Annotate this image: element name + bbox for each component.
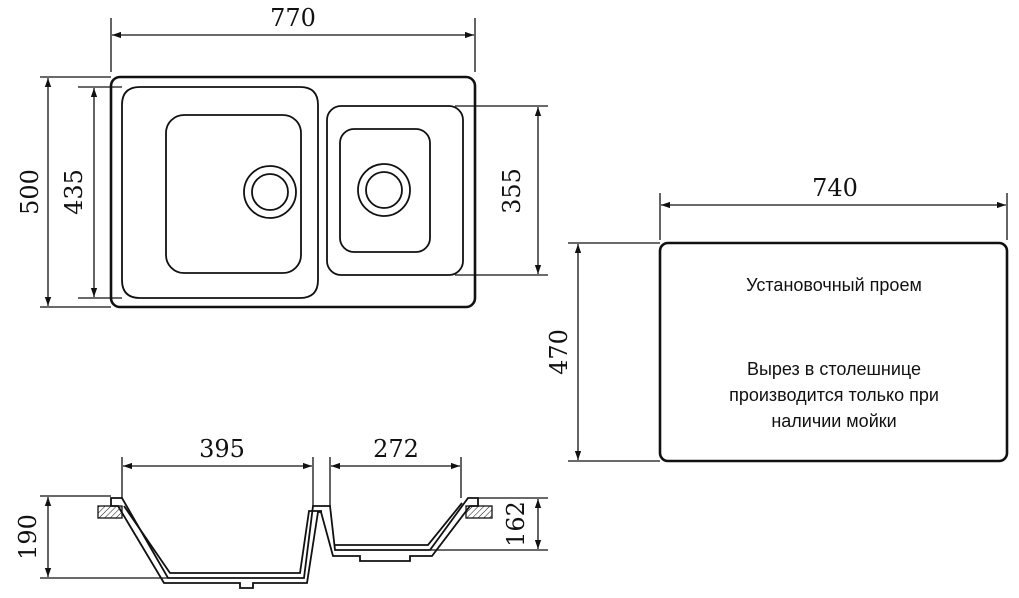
width-dimension-label: 770: [270, 4, 316, 32]
height-dimension-label: 500: [16, 169, 44, 215]
cutout-note-line-2: производится только при: [729, 385, 939, 405]
small-drain-outer: [357, 163, 411, 217]
inner-height-dimension-label: 435: [60, 169, 88, 215]
cutout-title: Установочный проем: [746, 275, 922, 295]
large-bowl-rim: [121, 86, 319, 299]
sink-outer-outline: [109, 75, 477, 309]
cutout-width-dimension-label: 740: [812, 174, 858, 202]
cutout-outline: [658, 241, 1009, 463]
small-drain-inner: [365, 171, 403, 209]
small-bowl-height-dimension-label: 355: [498, 168, 526, 214]
sink-section-inner-profile: [123, 505, 322, 574]
large-bowl-basin: [165, 114, 302, 274]
sink-section-outer-profile: [110, 497, 479, 589]
cutout-view: 740 470 Установочный проем Вырез в столе…: [545, 174, 1009, 463]
top-view: 770 500 435 355: [16, 4, 548, 309]
cutout-note-line-3: наличии мойки: [771, 411, 896, 431]
big-bowl-width-dimension-label: 395: [199, 435, 245, 463]
countertop-right: [465, 505, 493, 519]
small-depth-dimension-label: 162: [502, 501, 530, 547]
section-view: 395 272 190 162: [14, 435, 548, 589]
cutout-height-dimension-label: 470: [545, 329, 573, 375]
small-bowl-width-dimension-label: 272: [373, 435, 419, 463]
cutout-note-line-1: Вырез в столешнице: [747, 359, 921, 379]
small-bowl-basin: [339, 128, 431, 253]
large-drain-outer: [243, 165, 297, 219]
large-drain-inner: [251, 173, 289, 211]
small-bowl-rim: [326, 105, 464, 276]
big-depth-dimension-label: 190: [14, 514, 42, 560]
small-bowl-section-inner: [335, 502, 463, 546]
